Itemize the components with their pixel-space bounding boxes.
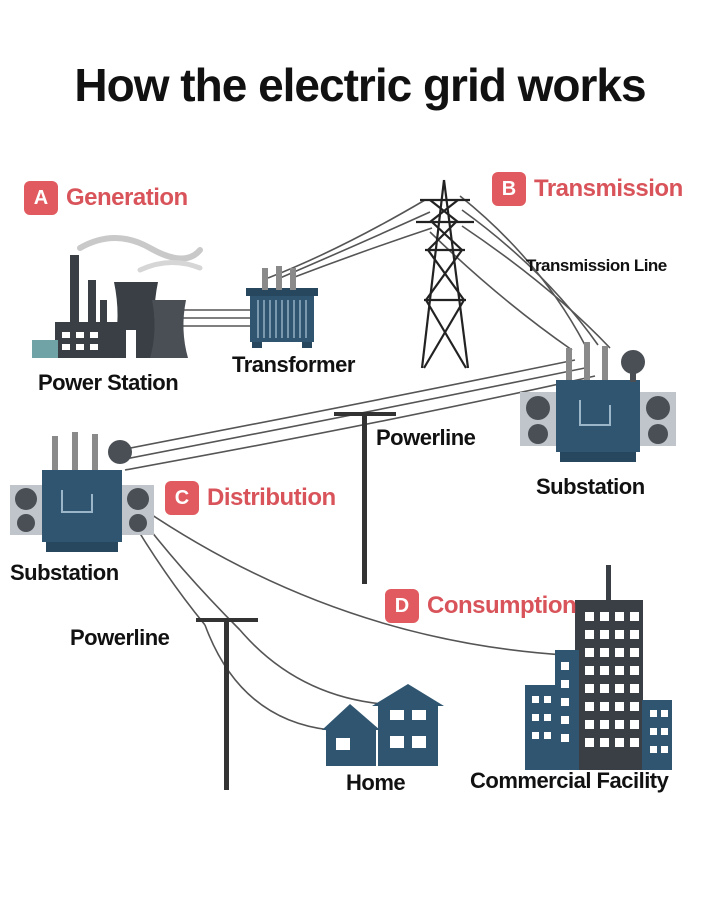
section-transmission: B Transmission (492, 172, 683, 206)
section-consumption: D Consumption (385, 589, 577, 623)
label-substation-left: Substation (10, 560, 119, 585)
transformer-icon (246, 266, 318, 348)
section-distribution: C Distribution (165, 481, 336, 515)
label-transmission-line: Transmission Line (526, 256, 667, 275)
label-home: Home (346, 770, 406, 795)
commercial-facility-icon (525, 565, 672, 770)
powerline-pole-top-icon (334, 412, 396, 584)
label-commercial-facility: Commercial Facility (470, 768, 669, 793)
section-badge-a: A (24, 181, 58, 215)
section-generation: A Generation (24, 181, 188, 215)
powerline-pole-bottom-icon (196, 618, 258, 790)
section-label-distribution: Distribution (207, 484, 336, 511)
power-station-icon (32, 235, 203, 358)
transmission-tower-icon (416, 179, 474, 369)
label-substation-right: Substation (536, 474, 645, 499)
section-badge-b: B (492, 172, 526, 206)
wires (119, 195, 611, 731)
label-power-station: Power Station (38, 370, 179, 395)
section-label-consumption: Consumption (427, 592, 577, 619)
substation-substation-wire (119, 359, 576, 451)
section-label-generation: Generation (66, 184, 188, 211)
label-powerline-bottom: Powerline (70, 625, 170, 650)
label-powerline-top: Powerline (376, 425, 476, 450)
home-icon (322, 684, 444, 766)
section-label-transmission: Transmission (534, 175, 683, 202)
page-title: How the electric grid works (74, 59, 646, 111)
section-badge-d: D (385, 589, 419, 623)
transformer-tower-wire (267, 199, 426, 279)
tower-substation-wire (459, 195, 586, 346)
section-badge-c: C (165, 481, 199, 515)
label-transformer: Transformer (232, 352, 355, 377)
substation-right-icon (520, 342, 676, 462)
substation-left-icon (10, 432, 154, 552)
